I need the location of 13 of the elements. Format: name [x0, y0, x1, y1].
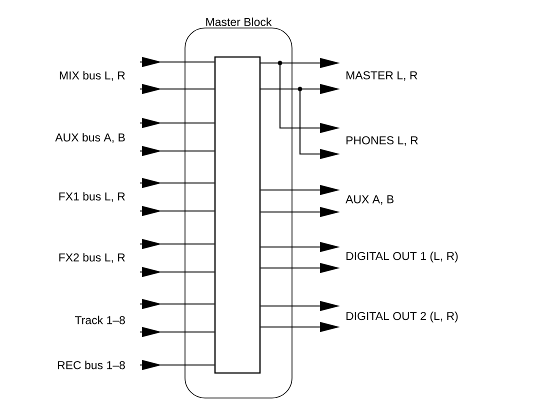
signal-label: DIGITAL OUT 1 (L, R): [346, 252, 458, 262]
signal-label: REC bus 1–8: [58, 360, 125, 370]
signal-label: FX2 bus L, R: [59, 253, 125, 263]
block-title: Master Block: [206, 18, 272, 26]
signal-label: Track 1–8: [75, 316, 125, 324]
block-box: [214, 56, 261, 374]
signal-label: FX1 bus L, R: [59, 192, 125, 202]
signal-label: MIX bus L, R: [60, 71, 125, 81]
signal-label: MASTER L, R: [346, 71, 418, 81]
signal-label: PHONES L, R: [346, 136, 418, 146]
signal-label: AUX bus A, B: [55, 133, 125, 143]
signal-label: DIGITAL OUT 2 (L, R): [346, 312, 458, 322]
signal-label: AUX A, B: [346, 195, 394, 205]
